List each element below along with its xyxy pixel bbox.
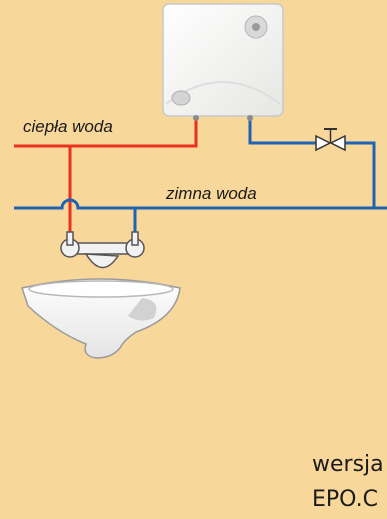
hot-water-pipe <box>14 118 198 236</box>
hot-water-label: ciepła woda <box>23 117 113 136</box>
faucet-icon <box>60 231 145 269</box>
valve-icon <box>315 128 346 152</box>
brand-text: EPO.C <box>312 487 378 512</box>
washbasin-icon <box>21 278 181 359</box>
cold-inlet-icon <box>247 115 253 121</box>
water-heater-icon <box>162 3 284 117</box>
cold-water-label: zimna woda <box>166 184 257 203</box>
cold-water-pipe <box>14 118 387 236</box>
version-text: wersja <box>312 452 384 477</box>
hot-outlet-icon <box>193 115 199 121</box>
